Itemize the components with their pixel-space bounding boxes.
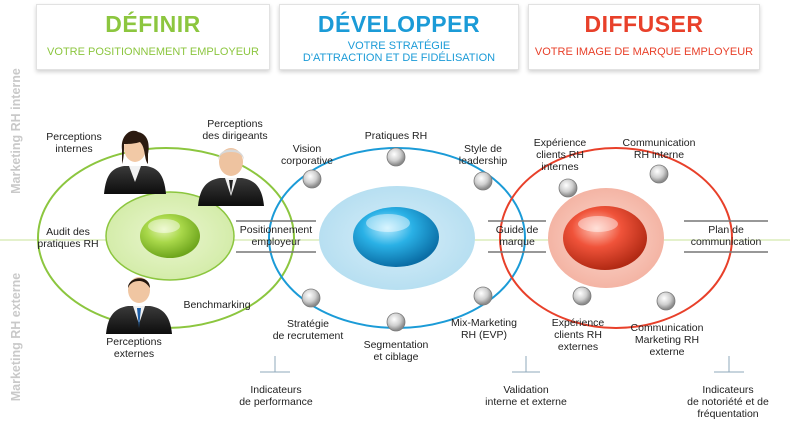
definir-core-highlight — [148, 219, 180, 233]
label-segmentation: Segmentation et ciblage — [363, 339, 429, 363]
label-comm-interne: Communication RH interne — [622, 137, 696, 161]
diffuser-outer-ring — [499, 147, 733, 329]
label-comm-externe: Communication Marketing RH externe — [630, 322, 704, 358]
bead-strategie — [301, 288, 321, 308]
bead-comm-externe — [656, 291, 676, 311]
label-strategie: Stratégie de recrutement — [272, 318, 344, 342]
senior-executive-icon — [198, 148, 264, 206]
diffuser-core-highlight — [578, 216, 618, 232]
bead-segmentation — [386, 312, 406, 332]
label-pratiques: Pratiques RH — [364, 130, 428, 142]
bead-exp-externes — [572, 286, 592, 306]
label-perceptions-internes: Perceptions internes — [46, 131, 102, 155]
label-positionnement: Positionnement employeur — [239, 224, 313, 248]
indicator-bracket-notoriete — [714, 356, 744, 373]
businessman-icon — [106, 277, 172, 334]
bead-style — [473, 171, 493, 191]
developper-core-sphere — [353, 207, 439, 267]
indicator-bracket-validation — [512, 356, 540, 373]
phase-definir-panel: DÉFINIR VOTRE POSITIONNEMENT EMPLOYEUR — [36, 4, 270, 70]
label-vision: Vision corporative — [281, 143, 333, 167]
bead-pratiques — [386, 147, 406, 167]
bead-comm-interne — [649, 164, 669, 184]
phase-developper-subtitle-1: VOTRE STRATÉGIE — [347, 40, 451, 52]
businesswoman-icon — [104, 130, 166, 194]
label-indicateurs-notoriete: Indicateurs de notoriété et de fréquenta… — [687, 384, 769, 420]
label-perceptions-dirigeants: Perceptions des dirigeants — [202, 118, 268, 142]
label-indicateurs-performance: Indicateurs de performance — [239, 384, 313, 408]
phase-diffuser-subtitle: VOTRE IMAGE DE MARQUE EMPLOYEUR — [534, 46, 754, 58]
diffuser-core-sphere — [563, 206, 647, 270]
phase-definir-subtitle: VOTRE POSITIONNEMENT EMPLOYEUR — [47, 46, 259, 58]
label-exp-internes: Expérience clients RH internes — [533, 137, 587, 173]
label-audit: Audit des pratiques RH — [37, 226, 99, 250]
phase-definir-title: DÉFINIR — [105, 11, 201, 37]
label-guide: Guide de marque — [495, 224, 539, 248]
developper-core-highlight — [366, 214, 410, 232]
bead-exp-internes — [558, 178, 578, 198]
phase-developper-subtitle-2: D'ATTRACTION ET DE FIDÉLISATION — [302, 52, 496, 64]
label-benchmarking: Benchmarking — [183, 299, 251, 311]
definir-core-sphere — [140, 214, 200, 258]
label-exp-externes: Expérience clients RH externes — [551, 317, 605, 353]
connector-guide — [488, 220, 546, 253]
bead-vision — [302, 169, 322, 189]
label-style: Style de leadership — [458, 143, 508, 167]
phase-developper-title: DÉVELOPPER — [317, 11, 481, 37]
phase-diffuser-panel: DIFFUSER VOTRE IMAGE DE MARQUE EMPLOYEUR — [528, 4, 760, 70]
label-plan: Plan de communication — [690, 224, 762, 248]
phase-developper-panel: DÉVELOPPER VOTRE STRATÉGIE D'ATTRACTION … — [279, 4, 519, 70]
label-perceptions-externes: Perceptions externes — [106, 336, 162, 360]
connector-positionnement — [236, 220, 316, 253]
indicator-bracket-performance — [260, 356, 290, 373]
bead-mix — [473, 286, 493, 306]
phase-diffuser-title: DIFFUSER — [584, 11, 704, 37]
connector-plan — [684, 220, 768, 253]
label-validation: Validation interne et externe — [485, 384, 567, 408]
label-mix: Mix-Marketing RH (EVP) — [451, 317, 517, 341]
